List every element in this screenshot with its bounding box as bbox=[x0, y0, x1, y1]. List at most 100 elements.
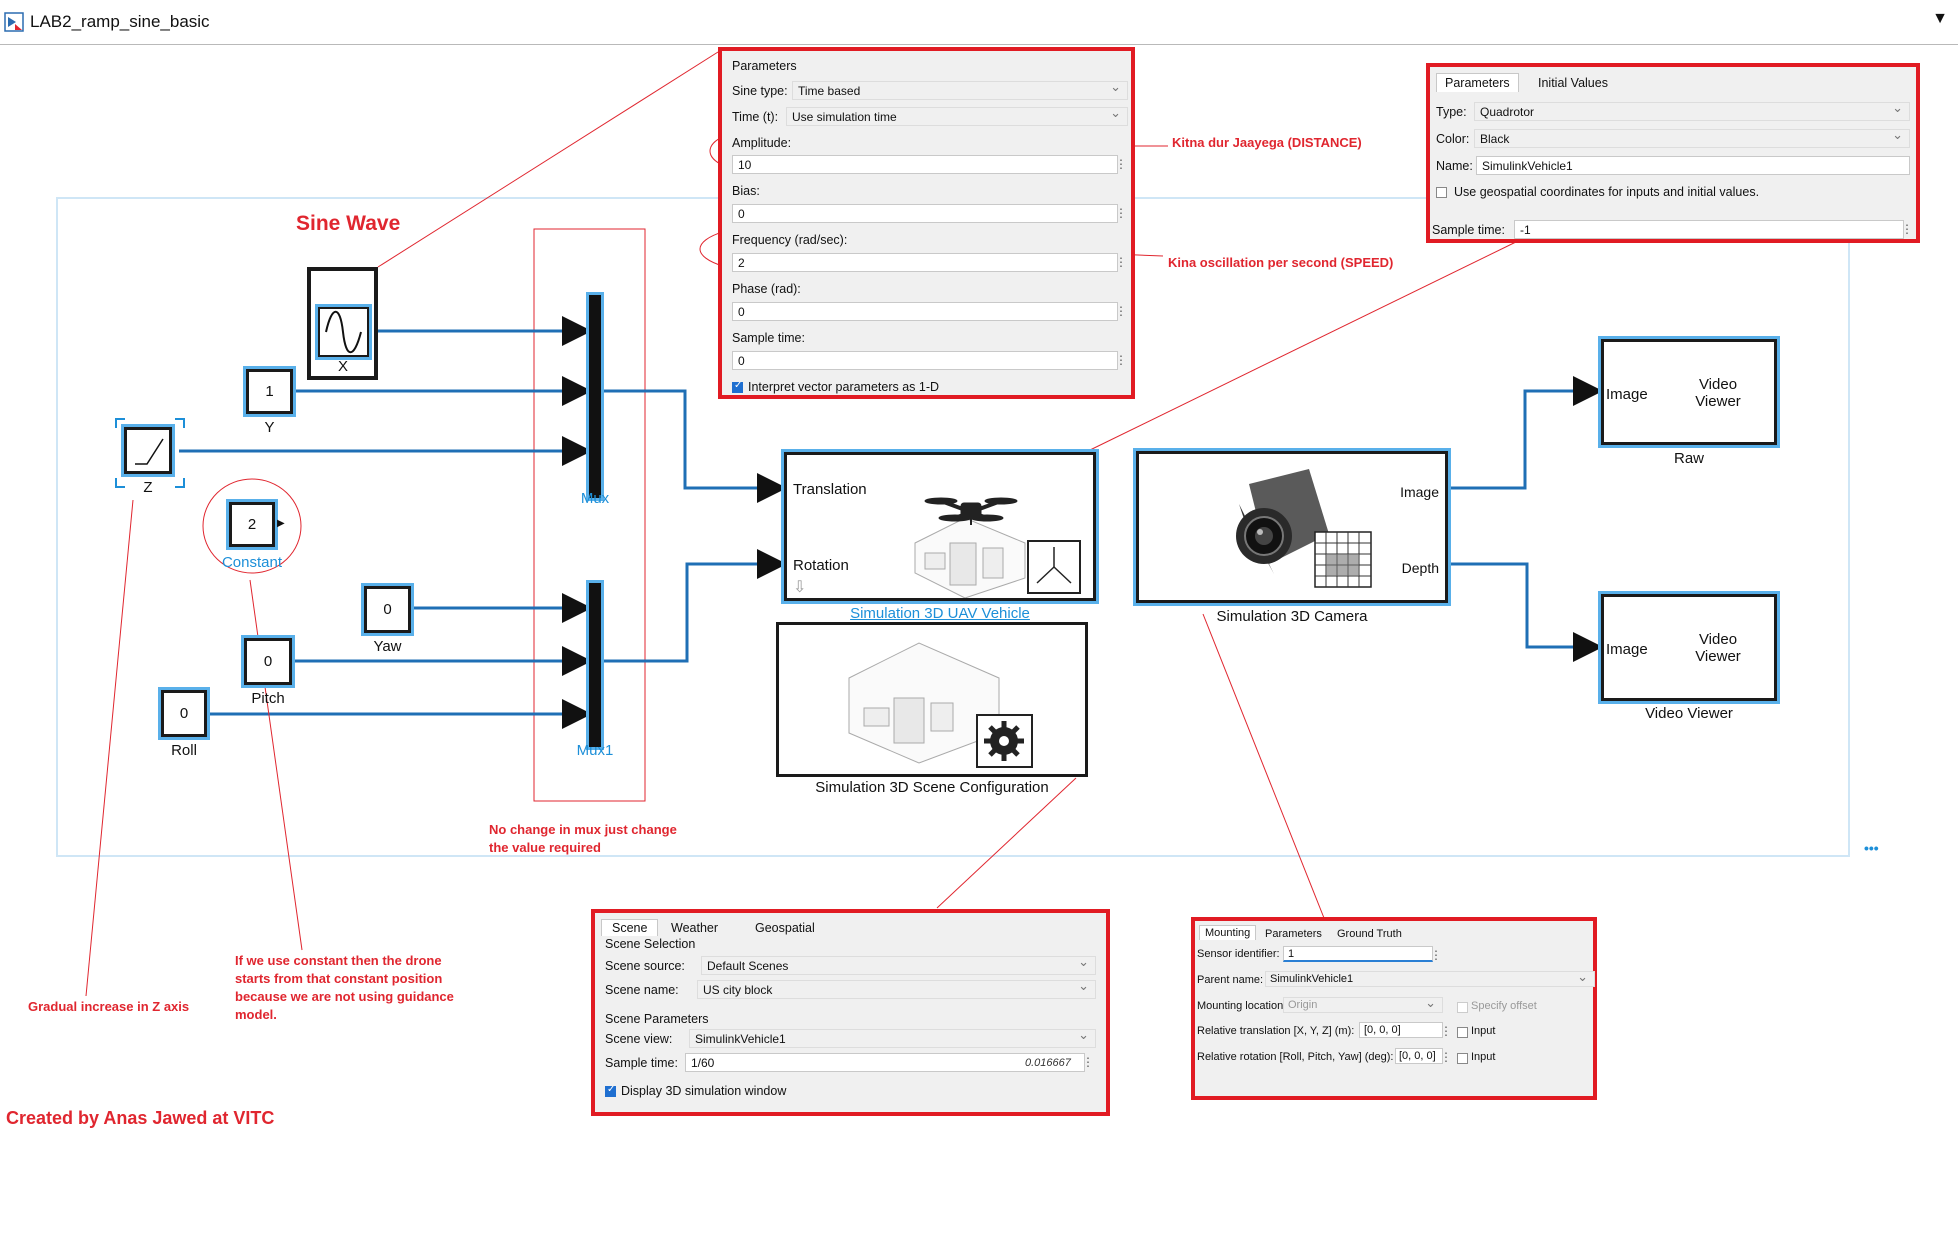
translation-input-label: Input bbox=[1471, 1025, 1496, 1037]
tab-uav-parameters[interactable]: Parameters bbox=[1436, 73, 1519, 92]
pitch-block[interactable]: 0 bbox=[244, 638, 292, 685]
tab-ground-truth[interactable]: Ground Truth bbox=[1337, 928, 1402, 940]
geospatial-checkbox[interactable] bbox=[1436, 187, 1447, 198]
sensor-id-input[interactable]: 1 bbox=[1283, 946, 1442, 962]
tab-scene[interactable]: Scene bbox=[601, 919, 659, 936]
pitch-value: 0 bbox=[263, 653, 273, 670]
sample-time-label: Sample time: bbox=[732, 331, 805, 345]
scene-source-label: Scene source: bbox=[605, 959, 685, 973]
raw-image-port: Image bbox=[1606, 386, 1648, 403]
frequency-input[interactable]: 2 bbox=[732, 253, 1127, 272]
selection-corners-icon bbox=[115, 418, 185, 488]
mux1-block[interactable] bbox=[589, 583, 601, 747]
vv-image-port: Image bbox=[1606, 641, 1648, 658]
mux-note: No change in mux just change the value r… bbox=[489, 822, 677, 855]
roll-label: Roll bbox=[171, 742, 197, 759]
sine-wave-dialog: Parameters Sine type: Time based Time (t… bbox=[718, 47, 1135, 399]
relative-translation-label: Relative translation [X, Y, Z] (m): bbox=[1197, 1025, 1355, 1037]
y-constant-value: 1 bbox=[265, 383, 274, 400]
scene-source-select[interactable]: Default Scenes bbox=[701, 954, 1096, 975]
sine-wave-block[interactable] bbox=[318, 307, 369, 357]
yaw-value: 0 bbox=[383, 601, 392, 618]
specify-offset-checkbox[interactable] bbox=[1457, 1002, 1468, 1013]
title-bar: LAB2_ramp_sine_basic ▼ bbox=[0, 0, 1958, 45]
tab-uav-initial-values[interactable]: Initial Values bbox=[1538, 76, 1608, 90]
phase-input[interactable]: 0 bbox=[732, 302, 1127, 321]
uav-type-label: Type: bbox=[1436, 105, 1467, 119]
scene-name-label: Scene name: bbox=[605, 983, 679, 997]
ramp-selection-handles bbox=[113, 416, 187, 490]
y-constant-block[interactable]: 1 bbox=[246, 369, 293, 414]
scene-config-label: Simulation 3D Scene Configuration bbox=[815, 779, 1049, 796]
scene-sample-input[interactable]: 1/60 bbox=[685, 1053, 1094, 1072]
geospatial-label: Use geospatial coordinates for inputs an… bbox=[1454, 185, 1760, 199]
translation-input-checkbox[interactable] bbox=[1457, 1027, 1468, 1038]
amplitude-input[interactable]: 10 bbox=[732, 155, 1127, 174]
sample-time-input[interactable]: 0 bbox=[732, 351, 1127, 370]
uav-vehicle-dialog: Parameters Initial Values Type: Quadroto… bbox=[1426, 63, 1920, 243]
tab-mounting[interactable]: Mounting bbox=[1199, 925, 1257, 940]
video-viewer-block[interactable]: Image Video Viewer bbox=[1601, 594, 1777, 701]
more-options-icon[interactable]: ••• bbox=[1864, 840, 1879, 856]
constant-block[interactable]: 2 bbox=[229, 502, 275, 547]
uav-name-input[interactable]: SimulinkVehicle1 bbox=[1476, 156, 1910, 175]
tab-weather[interactable]: Weather bbox=[671, 921, 719, 935]
mux-label: Mux bbox=[580, 490, 610, 507]
frequency-note: Kina oscillation per second (SPEED) bbox=[1168, 255, 1394, 270]
uav-vehicle-block[interactable]: Translation Rotation ⇩ bbox=[784, 452, 1096, 601]
time-select[interactable]: Use simulation time bbox=[786, 105, 1128, 126]
constant-label: Constant bbox=[221, 554, 283, 571]
vv-viewer-title: Video Viewer bbox=[1695, 631, 1741, 665]
signal-wires bbox=[179, 316, 1603, 729]
constant-note: If we use constant then the drone starts… bbox=[235, 953, 454, 1022]
ramp-label: Z bbox=[143, 479, 153, 496]
uav-sample-input[interactable]: -1 bbox=[1514, 220, 1913, 239]
video-viewer-label: Video Viewer bbox=[1645, 705, 1733, 722]
scene-name-select[interactable]: US city block bbox=[697, 978, 1096, 999]
mounting-location-select[interactable]: Origin bbox=[1283, 995, 1443, 1013]
relative-rotation-input[interactable]: [0, 0, 0] bbox=[1395, 1048, 1452, 1064]
ramp-icon bbox=[135, 438, 164, 465]
display-3d-label: Display 3D simulation window bbox=[621, 1084, 787, 1098]
scene-sample-label: Sample time: bbox=[605, 1056, 678, 1070]
quadrotor-city-icon bbox=[914, 497, 1081, 598]
rotation-input-label: Input bbox=[1471, 1051, 1496, 1063]
yaw-label: Yaw bbox=[373, 638, 402, 655]
roll-value: 0 bbox=[179, 705, 189, 722]
sine-type-select[interactable]: Time based bbox=[792, 79, 1128, 100]
interpret-checkbox[interactable] bbox=[732, 380, 743, 393]
constant-value: 2 bbox=[247, 516, 257, 533]
credit-note: Created by Anas Jawed at VITC bbox=[6, 1108, 275, 1128]
yaw-block[interactable]: 0 bbox=[364, 586, 411, 633]
model-title: LAB2_ramp_sine_basic bbox=[30, 12, 210, 31]
raw-viewer-label: Raw bbox=[1673, 450, 1704, 467]
parent-name-select[interactable]: SimulinkVehicle1 bbox=[1265, 969, 1595, 987]
uav-sample-label: Sample time: bbox=[1432, 223, 1505, 237]
specify-offset-label: Specify offset bbox=[1471, 1000, 1537, 1012]
uav-color-label: Color: bbox=[1436, 132, 1470, 146]
amplitude-label: Amplitude: bbox=[732, 136, 792, 150]
mux-highlight-box bbox=[533, 228, 646, 802]
tab-camera-parameters[interactable]: Parameters bbox=[1265, 928, 1322, 940]
mux1-label: Mux1 bbox=[576, 742, 614, 759]
scene-view-select[interactable]: SimulinkVehicle1 bbox=[689, 1027, 1096, 1048]
relative-translation-input[interactable]: [0, 0, 0] bbox=[1359, 1022, 1452, 1038]
camera-block[interactable]: Image Depth bbox=[1136, 451, 1448, 603]
mux-block[interactable] bbox=[589, 295, 601, 498]
uav-vehicle-label[interactable]: Simulation 3D UAV Vehicle bbox=[850, 605, 1030, 622]
uav-color-select[interactable]: Black bbox=[1474, 127, 1910, 148]
ramp-block[interactable] bbox=[124, 427, 172, 474]
bias-input[interactable]: 0 bbox=[732, 204, 1127, 223]
scene-gear-icon bbox=[848, 642, 1033, 768]
scene-config-block[interactable] bbox=[776, 622, 1088, 777]
roll-block[interactable]: 0 bbox=[161, 690, 207, 737]
scene-view-label: Scene view: bbox=[605, 1032, 673, 1046]
display-3d-checkbox[interactable] bbox=[605, 1084, 616, 1097]
translation-port: Translation bbox=[793, 481, 867, 498]
video-viewer-raw-block[interactable]: Image Video Viewer bbox=[1601, 339, 1777, 445]
chevron-down-icon[interactable]: ▼ bbox=[1932, 10, 1948, 27]
rotation-input-checkbox[interactable] bbox=[1457, 1053, 1468, 1064]
tab-geospatial[interactable]: Geospatial bbox=[755, 921, 815, 935]
uav-type-select[interactable]: Quadrotor bbox=[1474, 100, 1910, 121]
scene-selection-header: Scene Selection bbox=[605, 937, 696, 951]
